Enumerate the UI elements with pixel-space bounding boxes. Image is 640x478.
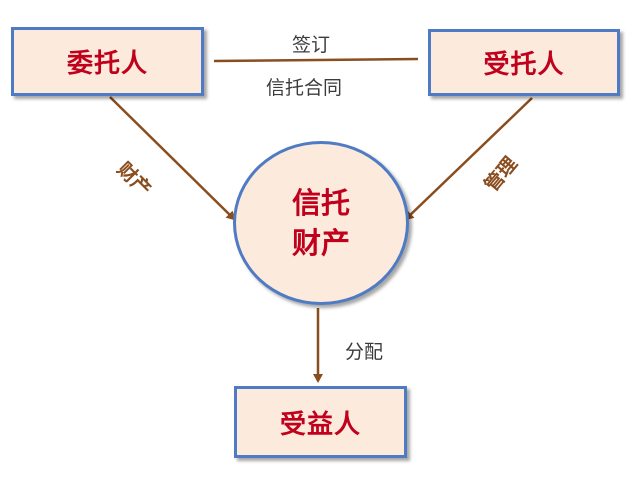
trustee-label: 受托人	[483, 50, 565, 80]
trustee-node: 受托人	[428, 29, 620, 96]
distribute-edge-label: 分配	[345, 341, 384, 363]
beneficiary-node: 受益人	[234, 386, 407, 458]
trustor-label: 委托人	[66, 49, 148, 79]
beneficiary-label: 受益人	[279, 409, 361, 440]
property-arrow	[109, 96, 236, 221]
trust-property-node: 信托 财产	[233, 141, 409, 305]
sign-edge-label: 签订	[292, 34, 331, 56]
trust-property-label-line2: 财产	[291, 226, 350, 260]
contract-edge-label: 信托合同	[266, 77, 343, 99]
contract-line	[213, 57, 419, 63]
trust-property-label-line1: 信托	[291, 186, 350, 220]
trustor-node: 委托人	[11, 27, 204, 96]
manage-arrow	[404, 97, 533, 221]
